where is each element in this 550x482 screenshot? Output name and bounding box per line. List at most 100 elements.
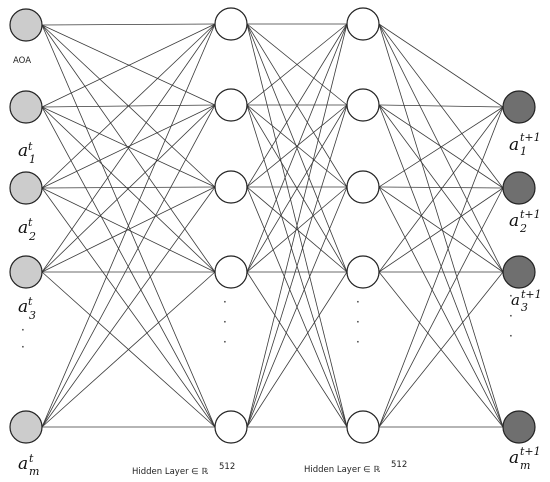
input-label-a2-sup: t (28, 216, 33, 229)
edge-input-3-to-hidden-1-4 (41, 187, 216, 273)
edge-input-3-to-hidden-1-2 (41, 104, 216, 189)
aoa-label: AOA (13, 56, 31, 66)
hidden-layer-2-caption-sup: 512 (391, 460, 407, 470)
input-label-am-sup: t (29, 452, 34, 465)
ellipsis-dot: · (223, 315, 227, 329)
edge-hidden-2-3-to-output-2 (378, 186, 504, 189)
output-label-a2: a t+1 2 (509, 208, 541, 235)
edge-hidden-2-4-to-output-2 (378, 187, 504, 273)
output-label-a1-sup: t+1 (520, 131, 541, 144)
edge-hidden-2-5-to-output-1 (378, 106, 504, 428)
ellipsis-dot: · (356, 335, 360, 349)
output-node-3 (502, 255, 536, 289)
hidden-layer-2-caption: Hidden Layer ∈ ℝ 512 (304, 460, 407, 475)
output-label-am-base: a (509, 448, 519, 468)
input-node-5 (9, 410, 43, 444)
output-label-a2-sub: 2 (519, 222, 527, 235)
hidden-1-node-2 (214, 88, 248, 122)
ellipsis-dot: · (509, 289, 513, 303)
hidden-2-node-1 (346, 7, 380, 41)
connection-lines (41, 23, 504, 428)
input-label-a3-sup: t (28, 295, 33, 308)
edge-input-3-to-hidden-1-3 (41, 186, 216, 189)
output-label-am-sup: t+1 (520, 445, 541, 458)
hidden-layer-2-caption-text: Hidden Layer ∈ ℝ (304, 465, 380, 475)
input-ellipsis: · · (21, 323, 25, 354)
edge-input-2-to-hidden-1-4 (41, 106, 216, 273)
edge-input-2-to-hidden-1-3 (41, 106, 216, 188)
hidden-1-node-5 (214, 410, 248, 444)
edge-hidden-2-4-to-output-1 (378, 106, 504, 273)
output-label-a1-base: a (509, 135, 519, 155)
edge-input-4-to-hidden-1-3 (41, 186, 216, 273)
output-label-a3-sup: t+1 (521, 288, 542, 301)
edge-hidden-1-5-to-hidden-2-3 (246, 186, 348, 428)
edge-hidden-2-1-to-output-4 (378, 23, 504, 428)
input-node-1 (9, 8, 43, 42)
output-label-am: a t+1 m (509, 445, 541, 472)
input-label-am: a t m (18, 452, 39, 478)
edge-input-5-to-hidden-1-4 (41, 271, 216, 428)
edge-input-5-to-hidden-1-2 (41, 104, 216, 428)
edge-hidden-2-5-to-output-3 (378, 271, 504, 428)
hidden-layer-1-caption: Hidden Layer ∈ ℝ 512 (132, 462, 235, 477)
hidden-2-node-5 (346, 410, 380, 444)
edge-hidden-1-4-to-hidden-2-3 (246, 186, 348, 273)
edge-input-5-to-hidden-1-3 (41, 186, 216, 428)
input-label-am-base: a (18, 454, 28, 474)
ellipsis-dot: · (223, 335, 227, 349)
output-node-2 (502, 171, 536, 205)
neurons (9, 7, 536, 444)
edge-hidden-2-2-to-output-1 (378, 104, 504, 108)
edge-hidden-1-5-to-hidden-2-2 (246, 104, 348, 428)
output-label-a3-sub: 3 (521, 301, 528, 314)
input-label-a1: a t 1 (18, 140, 36, 166)
edge-hidden-1-3-to-hidden-2-2 (246, 104, 348, 188)
hidden-layer-1-caption-sup: 512 (219, 462, 235, 472)
edge-hidden-1-2-to-hidden-2-1 (246, 23, 348, 106)
hidden-layer-1-caption-text: Hidden Layer ∈ ℝ (132, 467, 208, 477)
edge-hidden-2-2-to-output-2 (378, 104, 504, 189)
input-label-a2-base: a (18, 218, 28, 238)
edge-hidden-1-5-to-hidden-2-1 (246, 23, 348, 428)
edge-hidden-1-5-to-hidden-2-4 (246, 271, 348, 428)
output-label-a1: a t+1 1 (509, 131, 541, 158)
hidden-1-node-1 (214, 7, 248, 41)
edge-input-3-to-hidden-1-1 (41, 23, 216, 189)
edge-hidden-2-1-to-output-3 (378, 23, 504, 273)
output-label-a3-base: a (511, 291, 520, 309)
edge-input-4-to-hidden-1-2 (41, 104, 216, 273)
edge-hidden-2-3-to-output-1 (378, 106, 504, 188)
input-label-a1-sub: 1 (29, 153, 36, 166)
edge-input-5-to-hidden-1-1 (41, 23, 216, 428)
hidden-2-ellipsis: · · · (356, 295, 360, 349)
input-label-a3-base: a (18, 297, 28, 317)
hidden-2-node-4 (346, 255, 380, 289)
ellipsis-dot: · (223, 295, 227, 309)
hidden-1-ellipsis: · · · (223, 295, 227, 349)
edge-input-2-to-hidden-1-1 (41, 23, 216, 108)
output-label-a1-sub: 1 (520, 145, 527, 158)
hidden-1-node-3 (214, 170, 248, 204)
hidden-2-node-2 (346, 88, 380, 122)
output-label-a2-sup: t+1 (520, 208, 541, 221)
input-node-3 (9, 171, 43, 205)
output-label-a3: a t+1 3 (511, 288, 542, 314)
ellipsis-dot: · (509, 309, 513, 323)
input-label-a1-base: a (18, 141, 28, 161)
input-label-a2: a t 2 (18, 216, 36, 243)
input-node-4 (9, 255, 43, 289)
output-label-am-sub: m (520, 459, 530, 472)
input-label-a2-sub: 2 (28, 230, 36, 243)
input-node-2 (9, 90, 43, 124)
edge-hidden-2-1-to-output-1 (378, 23, 504, 108)
input-label-a3: a t 3 (18, 295, 36, 322)
ellipsis-dot: · (21, 340, 25, 354)
ellipsis-dot: · (356, 315, 360, 329)
output-label-a2-base: a (509, 211, 519, 231)
edge-hidden-2-3-to-output-3 (378, 186, 504, 273)
ellipsis-dot: · (21, 323, 25, 337)
output-ellipsis: · · · (509, 289, 513, 343)
edge-hidden-1-4-to-hidden-2-2 (246, 104, 348, 273)
